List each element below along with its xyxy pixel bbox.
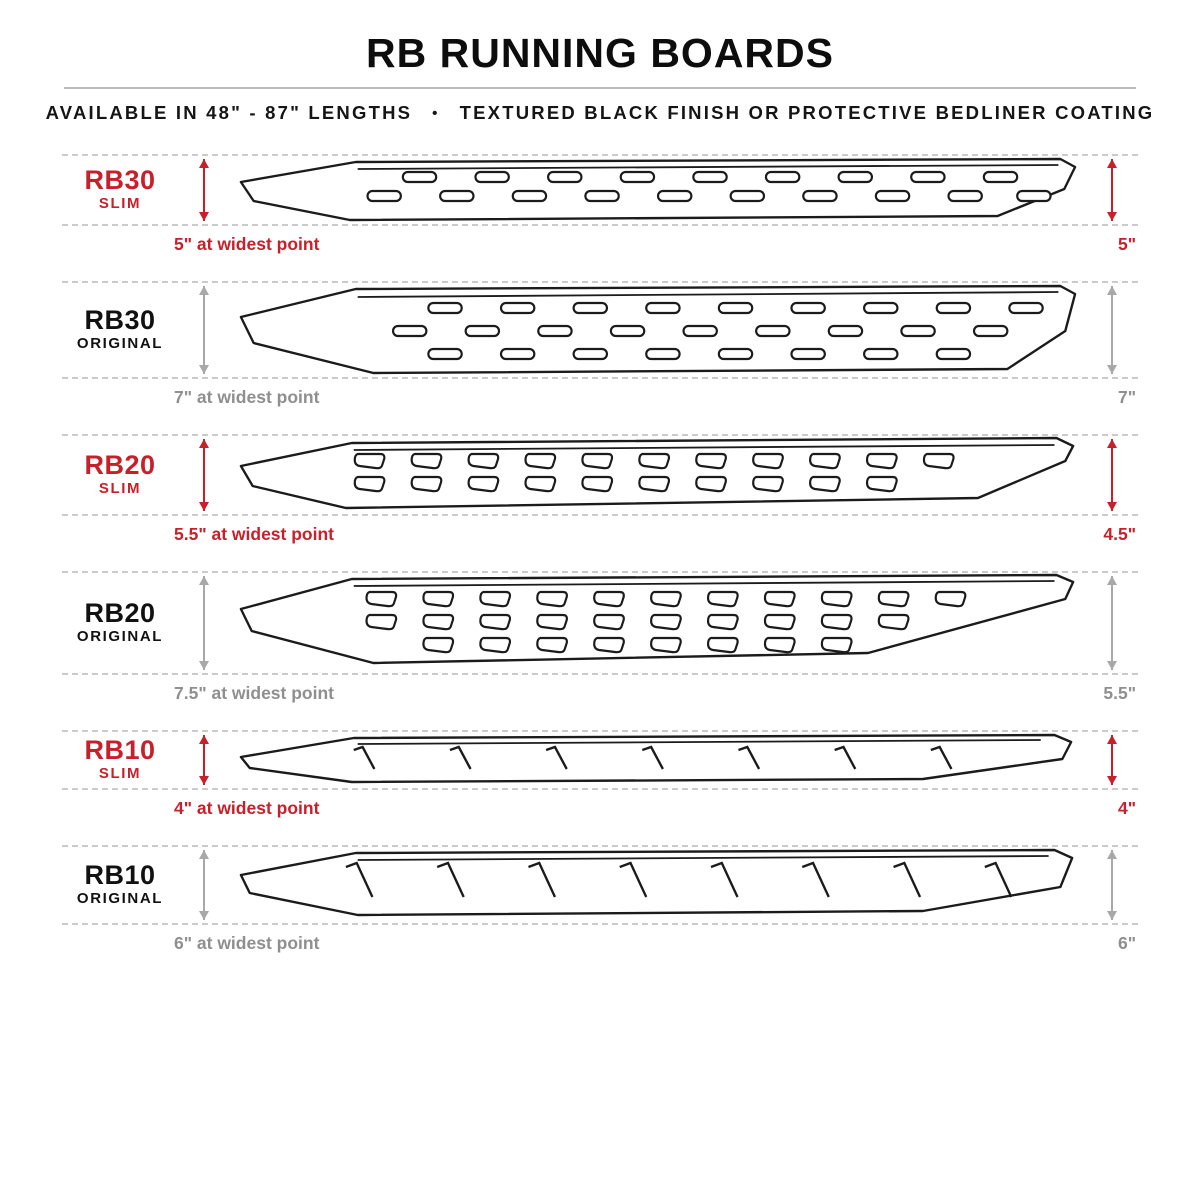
caption-row: 7" at widest point 7" (62, 379, 1138, 408)
row-rb10-slim: RB10 SLIM 4" at widest point 4" (62, 730, 1138, 819)
caption-widest-point: 5" at widest point (174, 234, 320, 254)
caption-width-right: 5.5" (1103, 683, 1136, 703)
measure-band: RB10 SLIM (62, 730, 1138, 790)
model-label-block: RB10 ORIGINAL (62, 847, 178, 923)
rb10-slim-board-svg (239, 733, 1073, 784)
double-arrow-icon (1110, 159, 1114, 221)
board-drawing-rb10-original (230, 847, 1086, 923)
board-outline (239, 436, 1075, 510)
model-name: RB30 (84, 165, 156, 195)
board-drawing-rb20-slim (230, 436, 1086, 514)
title-divider (64, 87, 1136, 89)
double-arrow-icon (202, 286, 206, 374)
width-arrow-right (1086, 283, 1138, 377)
caption-widest-point: 7.5" at widest point (174, 683, 334, 703)
row-rb30-original: RB30 ORIGINAL 7" at widest point 7 (62, 281, 1138, 408)
double-arrow-icon (202, 850, 206, 920)
model-label-block: RB20 ORIGINAL (62, 573, 178, 673)
caption-widest-point: 6" at widest point (174, 933, 320, 953)
measure-band: RB20 SLIM (62, 434, 1138, 516)
model-name: RB20 (84, 450, 156, 480)
rb20-original-board-svg (239, 573, 1075, 665)
row-rb20-slim: RB20 SLIM 5.5" at widest point 4.5" (62, 434, 1138, 545)
board-step-edge (353, 580, 1055, 587)
width-arrow-left (178, 847, 230, 923)
board-step-edge (357, 164, 1059, 170)
row-rb10-original: RB10 ORIGINAL 6" at widest point 6" (62, 845, 1138, 954)
double-arrow-icon (202, 735, 206, 785)
width-arrow-right (1086, 847, 1138, 923)
caption-row: 7.5" at widest point 5.5" (62, 675, 1138, 704)
row-rb30-slim: RB30 SLIM 5" at widest point 5" (62, 154, 1138, 255)
double-arrow-icon (202, 159, 206, 221)
model-name: RB20 (84, 598, 156, 628)
board-step-edge (357, 291, 1059, 298)
diagram-page: RB RUNNING BOARDS AVAILABLE IN 48" - 87"… (0, 0, 1200, 954)
measure-band: RB30 SLIM (62, 154, 1138, 226)
width-arrow-right (1086, 573, 1138, 673)
model-name: RB30 (84, 305, 156, 335)
page-title: RB RUNNING BOARDS (366, 30, 834, 76)
caption-width-right: 6" (1117, 933, 1136, 953)
width-arrow-right (1086, 436, 1138, 514)
subtitle-separator-dot: • (432, 104, 440, 122)
variant-name: SLIM (98, 765, 142, 782)
caption-widest-point: 7" at widest point (174, 387, 320, 407)
variant-name: ORIGINAL (76, 890, 164, 907)
width-arrow-left (178, 436, 230, 514)
subtitle-finish: TEXTURED BLACK FINISH OR PROTECTIVE BEDL… (459, 102, 1155, 123)
caption-row: 5" at widest point 5" (62, 226, 1138, 255)
double-arrow-icon (202, 439, 206, 511)
width-arrow-left (178, 283, 230, 377)
page-subtitle: AVAILABLE IN 48" - 87" LENGTHS • TEXTURE… (46, 102, 1153, 124)
model-name: RB10 (84, 735, 156, 765)
measure-band: RB30 ORIGINAL (62, 281, 1138, 379)
caption-width-right: 7" (1117, 387, 1136, 407)
caption-widest-point: 5.5" at widest point (174, 524, 334, 544)
caption-row: 6" at widest point 6" (62, 925, 1138, 954)
width-arrow-left (178, 732, 230, 788)
caption-widest-point: 4" at widest point (174, 798, 320, 818)
double-arrow-icon (202, 576, 206, 670)
board-drawing-rb10-slim (230, 732, 1086, 788)
board-drawing-rb30-slim (230, 156, 1086, 224)
rb20-slim-board-svg (239, 436, 1075, 510)
double-arrow-icon (1110, 439, 1114, 511)
board-step-edge (357, 739, 1041, 745)
caption-width-right: 4.5" (1103, 524, 1136, 544)
board-drawing-rb30-original (230, 283, 1086, 377)
caption-row: 5.5" at widest point 4.5" (62, 516, 1138, 545)
rb10-original-board-svg (239, 848, 1074, 917)
subtitle-lengths: AVAILABLE IN 48" - 87" LENGTHS (45, 102, 413, 123)
model-name: RB10 (84, 860, 156, 890)
board-step-edge (357, 855, 1049, 861)
caption-row: 4" at widest point 4" (62, 790, 1138, 819)
model-label-block: RB20 SLIM (62, 436, 178, 514)
row-rb20-original: RB20 ORIGINAL 7.5" at widest point (62, 571, 1138, 704)
board-step-edge (353, 444, 1055, 451)
variant-name: SLIM (98, 195, 142, 212)
double-arrow-icon (1110, 576, 1114, 670)
width-arrow-left (178, 573, 230, 673)
variant-name: SLIM (98, 480, 142, 497)
width-arrow-left (178, 156, 230, 224)
model-label-block: RB10 SLIM (62, 732, 178, 788)
variant-name: ORIGINAL (76, 628, 164, 645)
caption-width-right: 4" (1117, 798, 1136, 818)
rb30-slim-board-svg (239, 157, 1077, 222)
model-label-block: RB30 SLIM (62, 156, 178, 224)
double-arrow-icon (1110, 850, 1114, 920)
double-arrow-icon (1110, 286, 1114, 374)
board-drawing-rb20-original (230, 573, 1086, 673)
width-arrow-right (1086, 156, 1138, 224)
model-label-block: RB30 ORIGINAL (62, 283, 178, 377)
variant-name: ORIGINAL (76, 335, 164, 352)
rb30-original-board-svg (239, 284, 1077, 375)
width-arrow-right (1086, 732, 1138, 788)
caption-width-right: 5" (1117, 234, 1136, 254)
double-arrow-icon (1110, 735, 1114, 785)
measure-band: RB10 ORIGINAL (62, 845, 1138, 925)
measure-band: RB20 ORIGINAL (62, 571, 1138, 675)
